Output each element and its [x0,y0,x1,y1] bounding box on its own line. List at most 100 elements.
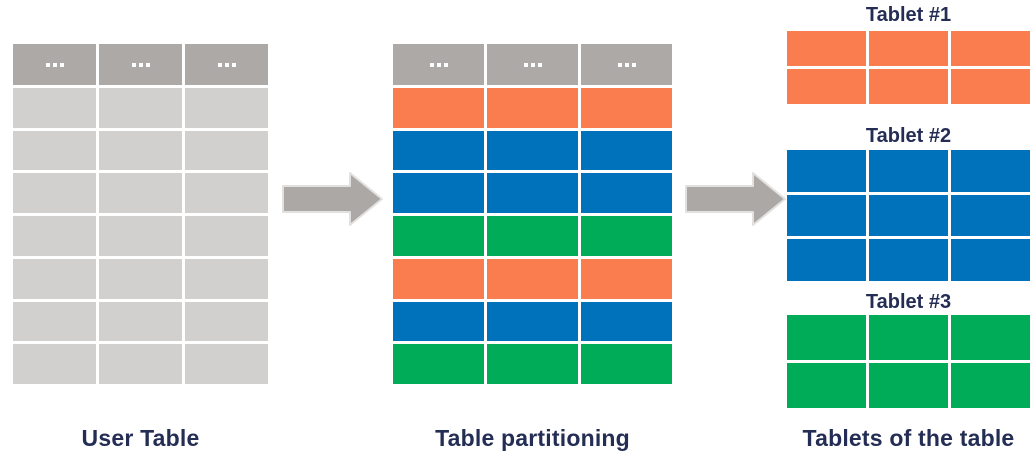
ellipsis-dot [131,62,136,67]
table-row-cell [869,239,948,281]
table-row-cell [787,239,866,281]
arrow-right-icon [282,172,383,226]
table-row-cell [393,344,484,384]
table-row-cell [787,194,866,237]
ellipsis-dot [617,62,622,67]
table-header-cell [581,44,672,85]
ellipsis-dot [138,62,143,67]
table-row-cell [581,130,672,171]
arrow-right-icon [685,172,786,226]
tablet-3-table [787,315,1030,408]
table-header-cell [185,44,268,85]
table-row-cell [393,258,484,299]
table-row-cell [951,315,1030,360]
table-row-cell [787,69,866,104]
user-table-label: User Table [81,425,200,451]
ellipsis-dot [45,62,50,67]
ellipsis-dot [530,62,535,67]
table-header-cell [99,44,182,85]
table-row-cell [581,173,672,214]
ellipsis-dot [436,62,441,67]
table-row-cell [787,150,866,192]
tablet-2-title: Tablet #2 [865,125,952,147]
table-row-cell [581,344,672,384]
ellipsis-dot [224,62,229,67]
tablet-3-title: Tablet #3 [865,291,952,313]
ellipsis-dot [523,62,528,67]
table-row-cell [99,130,182,171]
table-header-cell [487,44,578,85]
table-row-cell [99,301,182,342]
user-table [13,44,268,384]
table-row-cell [787,363,866,408]
table-row-cell [951,69,1030,104]
table-row-cell [487,258,578,299]
ellipsis-dot [217,62,222,67]
table-row-cell [99,344,182,384]
table-row-cell [951,239,1030,281]
table-row-cell [185,130,268,171]
table-row-cell [951,150,1030,192]
table-row-cell [951,363,1030,408]
table-row-cell [13,301,96,342]
table-row-cell [99,173,182,214]
table-row-cell [99,258,182,299]
table-row-cell [869,31,948,66]
table-row-cell [185,301,268,342]
table-row-cell [581,258,672,299]
table-row-cell [393,173,484,214]
table-row-cell [99,88,182,128]
table-row-cell [869,363,948,408]
ellipsis-dot [631,62,636,67]
table-row-cell [951,31,1030,66]
table-row-cell [13,216,96,256]
table-row-cell [13,88,96,128]
ellipsis-dot [145,62,150,67]
table-row-cell [487,216,578,256]
partitioned-table-label: Table partitioning [435,425,630,451]
table-row-cell [487,344,578,384]
table-row-cell [487,301,578,342]
table-row-cell [787,315,866,360]
table-row-cell [869,315,948,360]
ellipsis-dot [537,62,542,67]
ellipsis-dot [231,62,236,67]
table-row-cell [869,150,948,192]
ellipsis-dot [624,62,629,67]
table-row-cell [185,344,268,384]
table-row-cell [487,130,578,171]
table-row-cell [13,344,96,384]
table-row-cell [869,194,948,237]
table-row-cell [185,258,268,299]
table-row-cell [13,173,96,214]
partitioned-table [393,44,672,384]
table-row-cell [787,31,866,66]
table-row-cell [393,88,484,128]
table-row-cell [393,130,484,171]
table-row-cell [581,301,672,342]
table-row-cell [487,173,578,214]
table-row-cell [581,88,672,128]
table-row-cell [487,88,578,128]
table-row-cell [951,194,1030,237]
table-row-cell [99,216,182,256]
ellipsis-dot [52,62,57,67]
table-row-cell [393,301,484,342]
ellipsis-dot [429,62,434,67]
table-row-cell [185,173,268,214]
tablet-2-table [787,150,1030,281]
table-row-cell [581,216,672,256]
tablets-label: Tablets of the table [802,425,1015,451]
table-row-cell [185,88,268,128]
tablet-1-title: Tablet #1 [865,4,952,26]
table-header-cell [393,44,484,85]
table-row-cell [185,216,268,256]
table-row-cell [393,216,484,256]
tablet-1-table [787,31,1030,104]
table-row-cell [13,130,96,171]
table-row-cell [869,69,948,104]
ellipsis-dot [59,62,64,67]
table-header-cell [13,44,96,85]
ellipsis-dot [443,62,448,67]
